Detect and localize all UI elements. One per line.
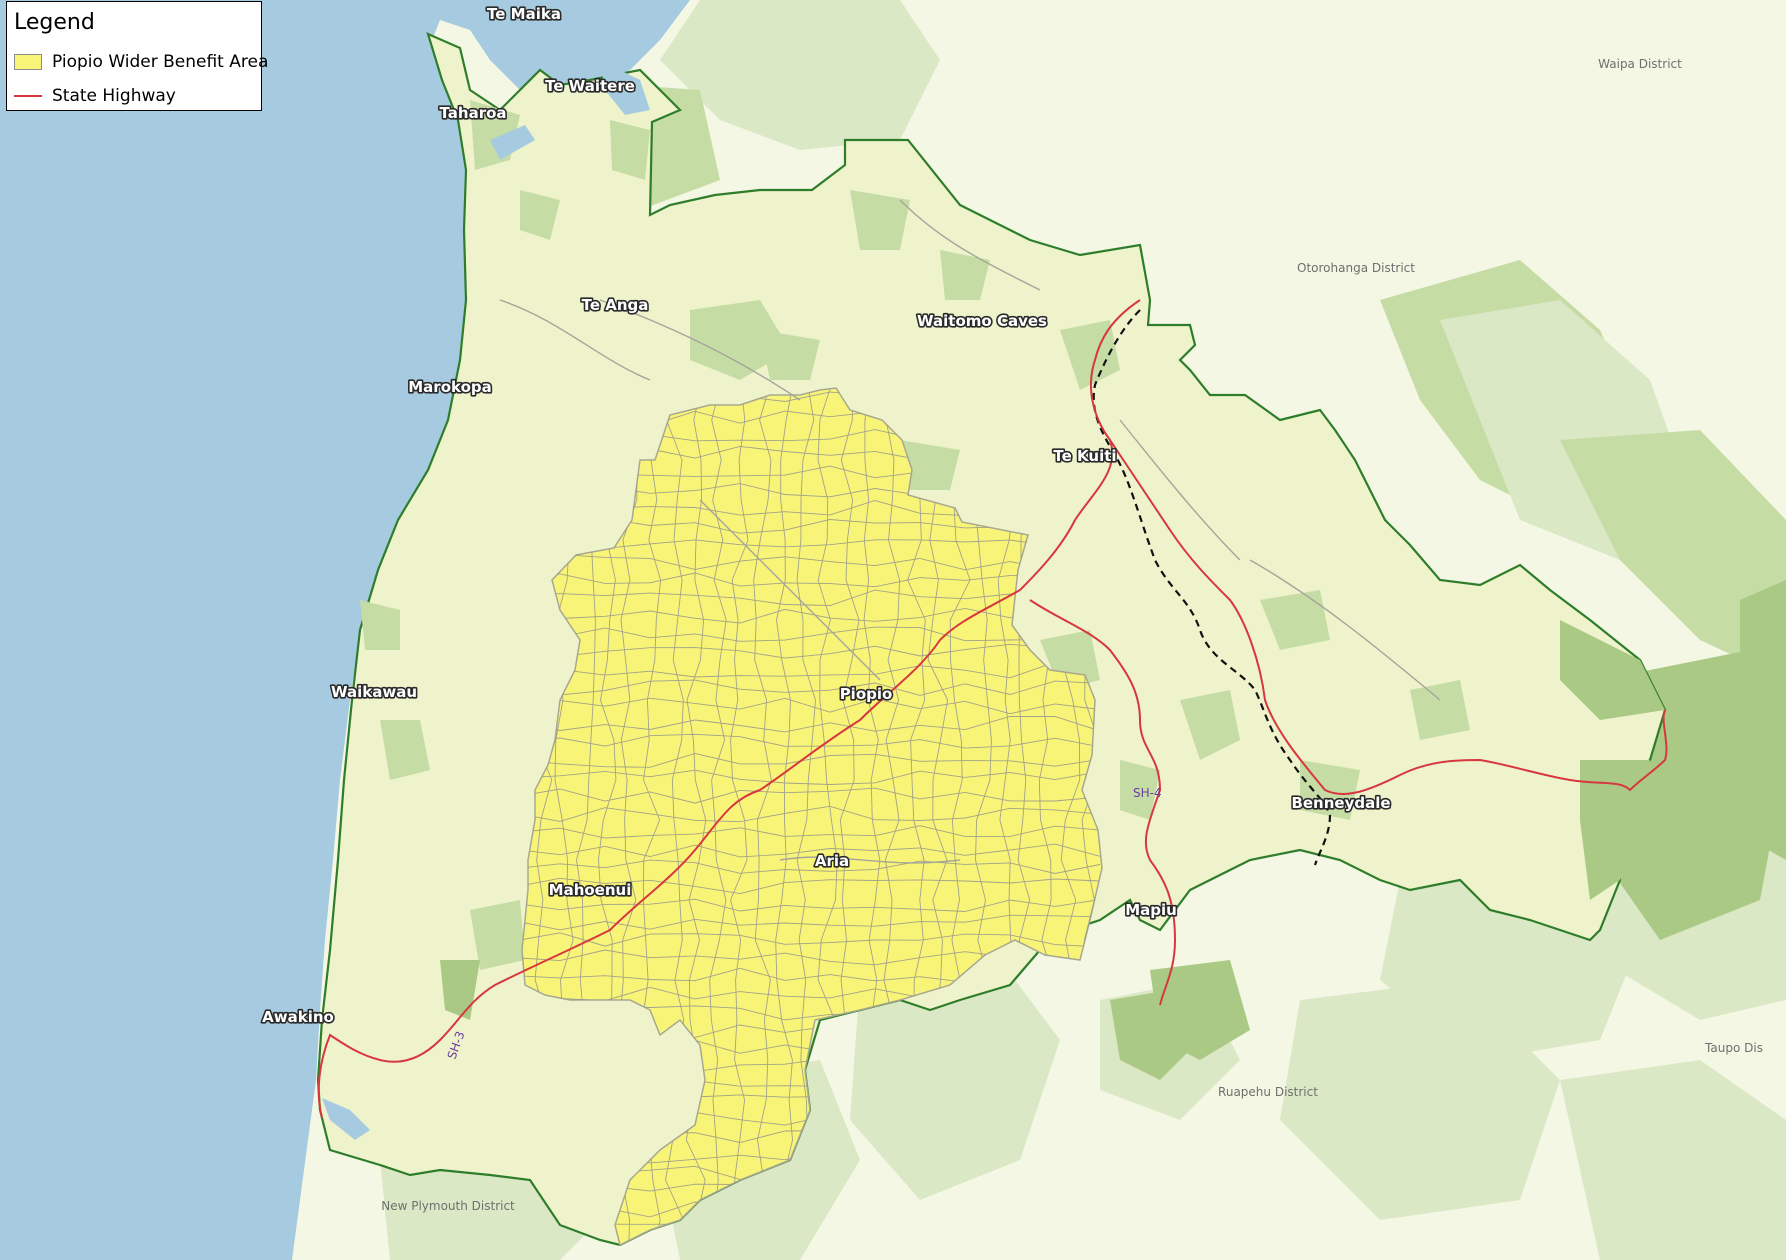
town-label-te-waitere: Te Waitere [545,77,635,95]
town-label-benneydale: Benneydale [1291,794,1390,812]
waterways [499,199,1441,864]
yellow-area-swatch-icon [14,54,42,70]
town-label-te-anga: Te Anga [582,296,649,314]
legend-label-benefit-area: Piopio Wider Benefit Area [52,52,269,72]
district-label-waipa: Waipa District [1598,57,1682,71]
red-line-swatch-icon [14,95,42,97]
town-label-taharoa: Taharoa [439,104,506,122]
district-labels: Waipa District Otorohanga District Ruape… [381,57,1763,1213]
town-labels: Te Maika Te Waitere Taharoa Te Anga Wait… [261,3,1393,1027]
legend-title: Legend [14,10,95,35]
district-forest-layer [360,100,1665,1020]
town-label-mapiu: Mapiu [1125,901,1177,919]
town-label-awakino: Awakino [262,1008,334,1026]
state-highway-30 [1109,439,1668,796]
awakino-estuary [322,1098,370,1140]
town-label-marokopa: Marokopa [408,378,492,396]
town-label-mahoenui: Mahoenui [549,881,632,899]
town-label-aria: Aria [815,852,849,870]
town-label-te-kuiti: Te Kuiti [1053,447,1116,465]
town-label-waikawau: Waikawau [331,683,417,701]
highway-label-sh4: SH-4 [1133,786,1162,800]
district-label-taupo: Taupo Dis [1704,1041,1763,1055]
district-label-otorohanga: Otorohanga District [1297,261,1415,275]
railway-line [1092,309,1332,866]
map-legend: Legend Piopio Wider Benefit Area State H… [6,1,268,111]
district-label-ruapehu: Ruapehu District [1218,1085,1318,1099]
te-waitere-inlet [600,60,650,115]
legend-item-state-highway: State Highway [14,84,176,108]
district-label-new-plymouth: New Plymouth District [381,1199,515,1213]
lake-taharoa [490,125,535,160]
town-label-waitomo-caves: Waitomo Caves [917,312,1047,330]
state-highways [317,299,1668,1119]
legend-item-benefit-area: Piopio Wider Benefit Area [14,50,268,74]
town-label-te-maika: Te Maika [487,5,561,23]
sea [0,0,690,1260]
legend-label-state-highway: State Highway [52,86,176,106]
town-label-piopio: Piopio [840,685,893,703]
state-highway-4 [1029,599,1177,1006]
piopio-wider-benefit-area [521,387,1103,1247]
state-highway-3 [317,299,1141,1119]
